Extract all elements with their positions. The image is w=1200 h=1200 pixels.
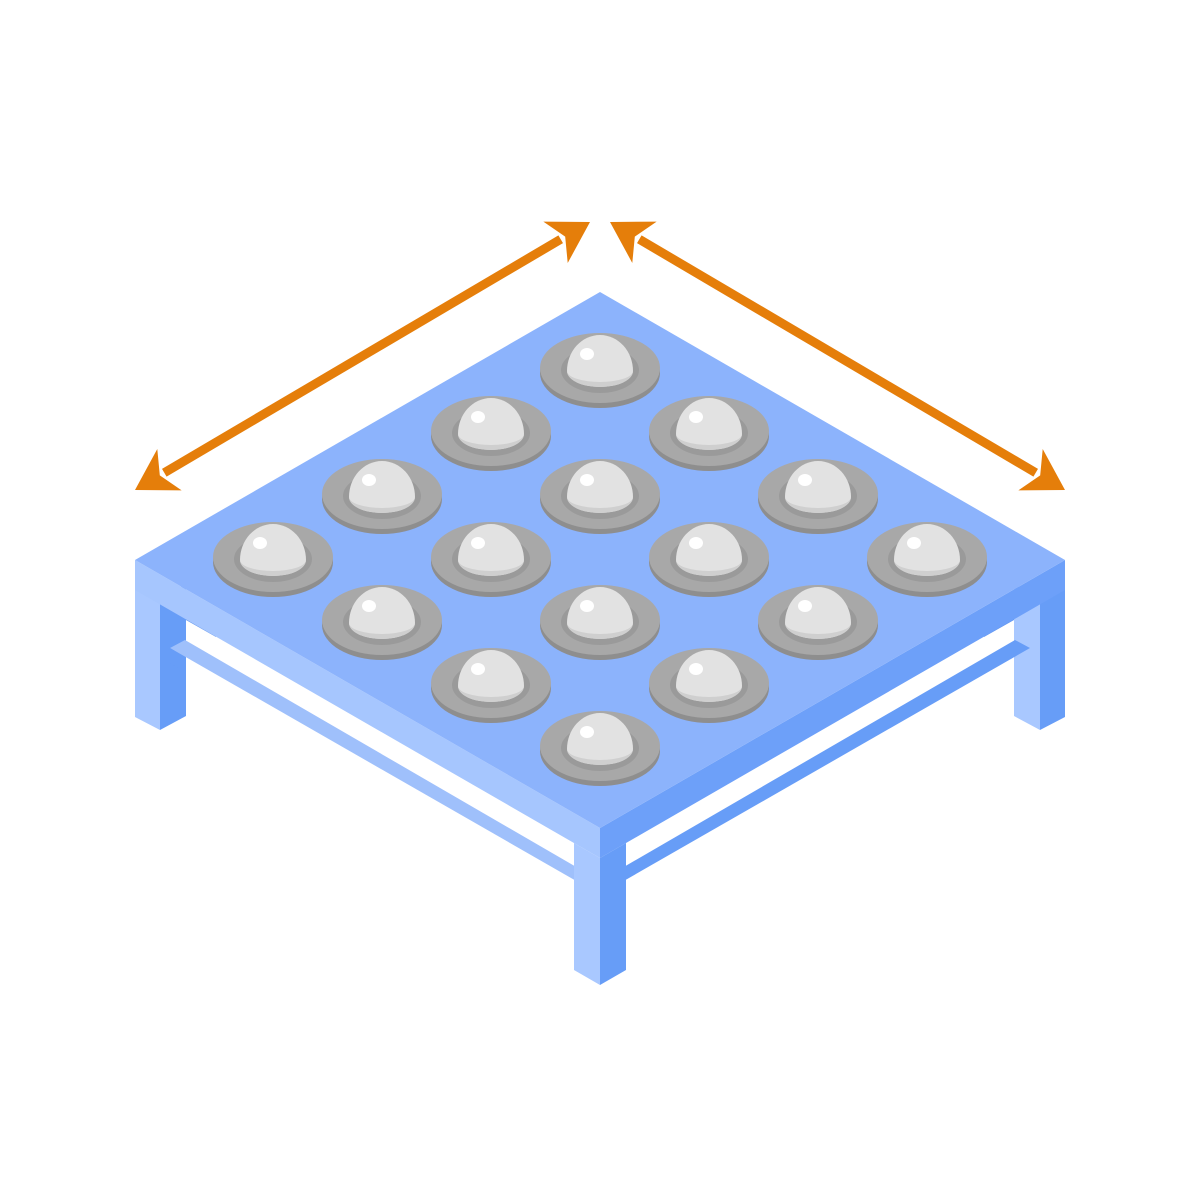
ball-highlight <box>907 537 921 549</box>
ball-shadow <box>676 434 742 450</box>
arrow-head-start <box>135 449 182 491</box>
ball <box>349 587 415 639</box>
table-top-left-edge <box>135 560 600 858</box>
ball <box>676 650 742 702</box>
ball-transfer-unit <box>431 648 551 723</box>
left-rail-end <box>170 648 178 668</box>
ball-shadow <box>567 497 633 513</box>
ball-highlight <box>580 726 594 738</box>
ball <box>676 524 742 576</box>
ball-highlight <box>362 474 376 486</box>
ball <box>458 524 524 576</box>
ball-highlight <box>253 537 267 549</box>
ball-highlight <box>689 537 703 549</box>
ball-transfer-unit <box>540 585 660 660</box>
ball-transfer-unit <box>540 459 660 534</box>
ball <box>567 587 633 639</box>
ball-transfer-unit <box>649 648 769 723</box>
ball-shadow <box>785 623 851 639</box>
ball-highlight <box>689 663 703 675</box>
ball-highlight <box>471 537 485 549</box>
ball-shadow <box>458 560 524 576</box>
ball-highlight <box>798 474 812 486</box>
ball <box>567 713 633 765</box>
ball-transfer-unit <box>431 522 551 597</box>
table-back-legs <box>135 584 1065 730</box>
ball-highlight <box>580 474 594 486</box>
ball-transfer-unit <box>322 585 442 660</box>
ball-shadow <box>567 623 633 639</box>
width-dimension-arrow <box>135 221 590 491</box>
ball-transfer-unit <box>758 585 878 660</box>
table-top-surface <box>135 292 1065 828</box>
left-rail <box>170 640 578 882</box>
ball-transfer-unit <box>540 711 660 786</box>
ball-highlight <box>580 600 594 612</box>
ball <box>458 398 524 450</box>
ball-shadow <box>458 686 524 702</box>
ball-highlight <box>471 411 485 423</box>
ball-transfer-unit <box>322 459 442 534</box>
ball <box>676 398 742 450</box>
right-leg-front-face <box>1040 585 1065 730</box>
ball-transfer-unit <box>867 522 987 597</box>
ball-transfer-unit <box>431 396 551 471</box>
ball-shadow <box>240 560 306 576</box>
front-leg-left-face <box>574 843 600 985</box>
ball-transfer-unit <box>213 522 333 597</box>
ball <box>458 650 524 702</box>
ball-shadow <box>676 560 742 576</box>
ball-transfer-unit <box>649 522 769 597</box>
ball-shadow <box>567 749 633 765</box>
arrow-head-end <box>543 221 590 263</box>
ball-transfer-unit <box>758 459 878 534</box>
arrow-head-start <box>610 221 657 263</box>
ball-shadow <box>349 497 415 513</box>
arrow-shaft <box>162 235 563 477</box>
dimension-arrows <box>135 221 1065 491</box>
front-leg-right-face <box>600 843 626 985</box>
ball-shadow <box>349 623 415 639</box>
depth-dimension-arrow <box>610 221 1065 491</box>
ball-transfer-units <box>213 333 987 786</box>
arrow-shaft <box>637 235 1038 477</box>
ball-highlight <box>362 600 376 612</box>
ball-transfer-unit <box>649 396 769 471</box>
table-front-leg <box>574 843 626 985</box>
ball-shadow <box>676 686 742 702</box>
ball <box>567 461 633 513</box>
ball-shadow <box>894 560 960 576</box>
ball <box>349 461 415 513</box>
ball-highlight <box>580 348 594 360</box>
ball <box>894 524 960 576</box>
ball-highlight <box>798 600 812 612</box>
ball <box>785 461 851 513</box>
arrow-head-end <box>1018 449 1065 491</box>
ball-shadow <box>458 434 524 450</box>
ball-highlight <box>689 411 703 423</box>
right-leg-side-face <box>1014 584 1040 730</box>
ball-shadow <box>785 497 851 513</box>
ball <box>240 524 306 576</box>
right-rail <box>622 640 1030 882</box>
left-leg-front-face <box>135 585 160 730</box>
ball <box>567 335 633 387</box>
table-top-right-edge <box>600 560 1065 858</box>
table-top <box>135 292 1065 858</box>
ball <box>785 587 851 639</box>
ball-transfer-unit <box>540 333 660 408</box>
ball-highlight <box>471 663 485 675</box>
ball-shadow <box>567 371 633 387</box>
